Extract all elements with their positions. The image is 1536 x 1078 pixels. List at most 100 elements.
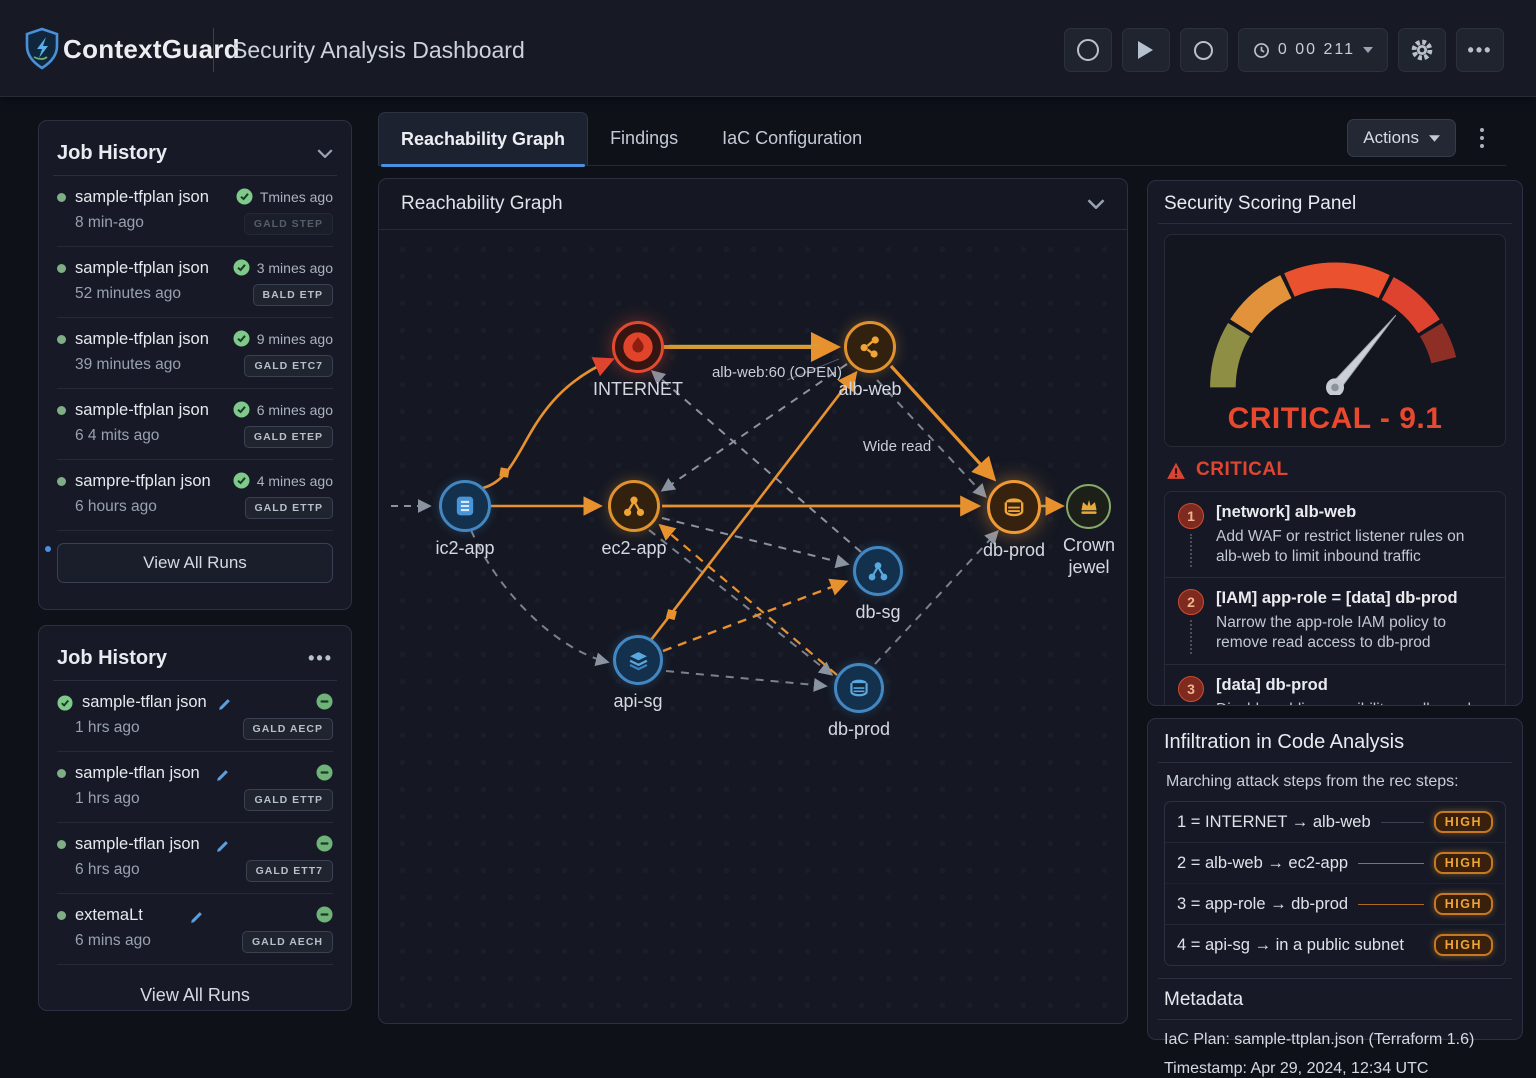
node-label: INTERNET [593, 379, 683, 399]
settings-button[interactable] [1398, 28, 1446, 72]
kebab-menu-icon[interactable] [1476, 124, 1488, 152]
pencil-icon[interactable] [189, 910, 204, 925]
app-header: ContextGuard Security Analysis Dashboard… [0, 0, 1536, 97]
status-badge: GALD AECP [242, 718, 333, 740]
attack-steps-list: 1 = INTERNET → alb-web HIGH 2 = alb-web … [1164, 801, 1506, 966]
job-history-row[interactable]: sample-tflan json 6 hrs ago GALD ETT7 [57, 823, 333, 894]
flame-icon [623, 332, 653, 362]
ellipsis-icon[interactable]: ••• [308, 647, 333, 668]
finding-item[interactable]: 1 [network] alb-web Add WAF or restrict … [1165, 492, 1505, 579]
job-history-row[interactable]: sample-tfplan json 39 minutes ago 9 mine… [57, 318, 333, 389]
node-db-prod-public[interactable] [834, 663, 884, 713]
chevron-down-icon[interactable] [1087, 199, 1105, 209]
job-history-row[interactable]: sample-tfplan json 6 4 mits ago 6 mines … [57, 389, 333, 460]
job-history-row[interactable]: extemaLt 6 mins ago GALD AECH [57, 894, 333, 965]
node-crown-jewel[interactable] [1066, 484, 1111, 529]
status-badge: GALD ETEP [243, 426, 333, 448]
view-all-runs-button[interactable]: View All Runs [57, 543, 333, 583]
clock-icon [1253, 42, 1269, 58]
node-label: db-sg [855, 602, 901, 622]
node-api-sg[interactable] [613, 635, 663, 685]
finding-item[interactable]: 2 [IAM] app-role = [data] db-prod Narrow… [1165, 578, 1505, 665]
attack-step[interactable]: 2 = alb-web → ec2-app HIGH [1165, 843, 1505, 884]
edge-label-open-port: alb-web:60 (OPEN) [711, 364, 843, 381]
check-circle-icon [233, 259, 250, 276]
severity-badge: HIGH [1433, 893, 1493, 915]
timer-value: 0 00 211 [1277, 41, 1355, 58]
job-history-row[interactable]: sample-tflan json 1 hrs ago GALD AECP [57, 681, 333, 752]
job-time: 8 min-ago [75, 214, 144, 231]
job-time: 6 4 mits ago [75, 427, 160, 444]
panel-title: Job History [57, 141, 168, 164]
record-button[interactable] [1063, 28, 1112, 72]
pencil-icon[interactable] [215, 839, 230, 854]
more-button[interactable]: ••• [1456, 28, 1504, 72]
pencil-icon[interactable] [217, 697, 232, 712]
stop-button[interactable] [1179, 28, 1228, 72]
status-dot-icon [57, 193, 66, 202]
job-history-row[interactable]: sample-tfplan json 8 min-ago Tmines ago … [57, 176, 333, 247]
node-internet[interactable] [612, 321, 664, 373]
status-badge: GALD AECH [241, 931, 333, 953]
metadata-title: Metadata [1164, 989, 1244, 1010]
status-badge: GALD ETTP [244, 497, 333, 519]
attack-step[interactable]: 4 = api-sg → in a public subnet HIGH [1165, 925, 1505, 965]
scoring-panel-title: Security Scoring Panel [1164, 193, 1357, 214]
finding-item[interactable]: 3 [data] db-prod Disable public accesibi… [1165, 665, 1505, 705]
graph-panel-title: Reachability Graph [401, 193, 563, 214]
node-alb-web[interactable] [844, 321, 896, 373]
edge-label-wide-read: Wide read [862, 438, 932, 455]
job-history-row[interactable]: sample-tfplan json 52 minutes ago 3 mine… [57, 247, 333, 318]
attack-step[interactable]: 1 = INTERNET → alb-web HIGH [1165, 802, 1505, 843]
status-dot-icon [57, 477, 66, 486]
list-icon [456, 496, 474, 516]
node-ec2-app[interactable] [608, 480, 660, 532]
node-db-sg[interactable] [853, 546, 903, 596]
reachability-graph-panel: Reachability Graph [378, 178, 1128, 1024]
infiltration-panel: Infiltration in Code Analysis Marching a… [1147, 718, 1523, 1077]
job-time: 52 minutes ago [75, 285, 181, 302]
check-circle-icon [236, 188, 253, 205]
main-tabs: Reachability Graph Findings IaC Configur… [378, 112, 1506, 167]
scroll-indicator-dot [45, 546, 51, 552]
job-name: sample-tflan json [75, 835, 200, 853]
timer-dropdown[interactable]: 0 00 211 [1237, 28, 1388, 72]
tab-findings[interactable]: Findings [610, 128, 679, 148]
node-label: alb-web [838, 379, 902, 399]
view-all-runs-button[interactable]: View All Runs [140, 985, 250, 1005]
node-db-prod-main[interactable] [987, 480, 1041, 534]
metadata-plan: IaC Plan: sample-ttplan.json (Terraform … [1164, 1031, 1475, 1048]
pencil-icon[interactable] [215, 768, 230, 783]
job-history-panel-1: Job History sample-tfplan json 8 min-ago… [38, 120, 352, 610]
job-time: 6 hrs ago [75, 861, 140, 878]
attack-step-text: 3 = app-role → db-prod [1177, 894, 1349, 913]
check-circle-icon [233, 330, 250, 347]
chevron-down-icon[interactable] [317, 148, 333, 158]
status-time: 3 mines ago [256, 259, 333, 276]
node-ic2-app[interactable] [439, 480, 491, 532]
caret-down-icon [1363, 47, 1373, 53]
status-badge: GALD STEP [243, 213, 333, 235]
job-name: sample-tfplan json [75, 401, 209, 419]
actions-dropdown[interactable]: Actions [1347, 119, 1456, 157]
job-history-row[interactable]: sampre-tfplan json 6 hours ago 4 mines a… [57, 460, 333, 531]
severity-badge: HIGH [1433, 934, 1493, 956]
node-label: ic2-app [435, 538, 495, 558]
job-history-row[interactable]: sample-tflan json 1 hrs ago GALD ETTP [57, 752, 333, 823]
job-history-panel-2: Job History ••• sample-tflan json 1 hrs … [38, 625, 352, 1011]
job-time: 1 hrs ago [75, 719, 140, 736]
brand-title: ContextGuard [63, 34, 240, 64]
job-name: sample-tfplan json [75, 259, 209, 277]
check-circle-icon [233, 401, 250, 418]
node-label: api-sg [613, 691, 663, 711]
finding-number: 3 [1178, 675, 1204, 702]
tab-iac-configuration[interactable]: IaC Configuration [722, 128, 863, 148]
score-label: CRITICAL - 9.1 [1227, 402, 1443, 435]
attack-step[interactable]: 3 = app-role → db-prod HIGH [1165, 884, 1505, 925]
play-button[interactable] [1121, 28, 1170, 72]
severity-badge: HIGH [1433, 811, 1493, 833]
tab-reachability-graph[interactable]: Reachability Graph [378, 112, 589, 167]
finding-description: Disable public accesibility on db-prod, … [1216, 700, 1492, 705]
job-name: sample-tfplan json [75, 188, 209, 206]
graph-canvas[interactable]: INTERNET alb-web ic2-app ec2-app db-prod… [379, 230, 1127, 1014]
